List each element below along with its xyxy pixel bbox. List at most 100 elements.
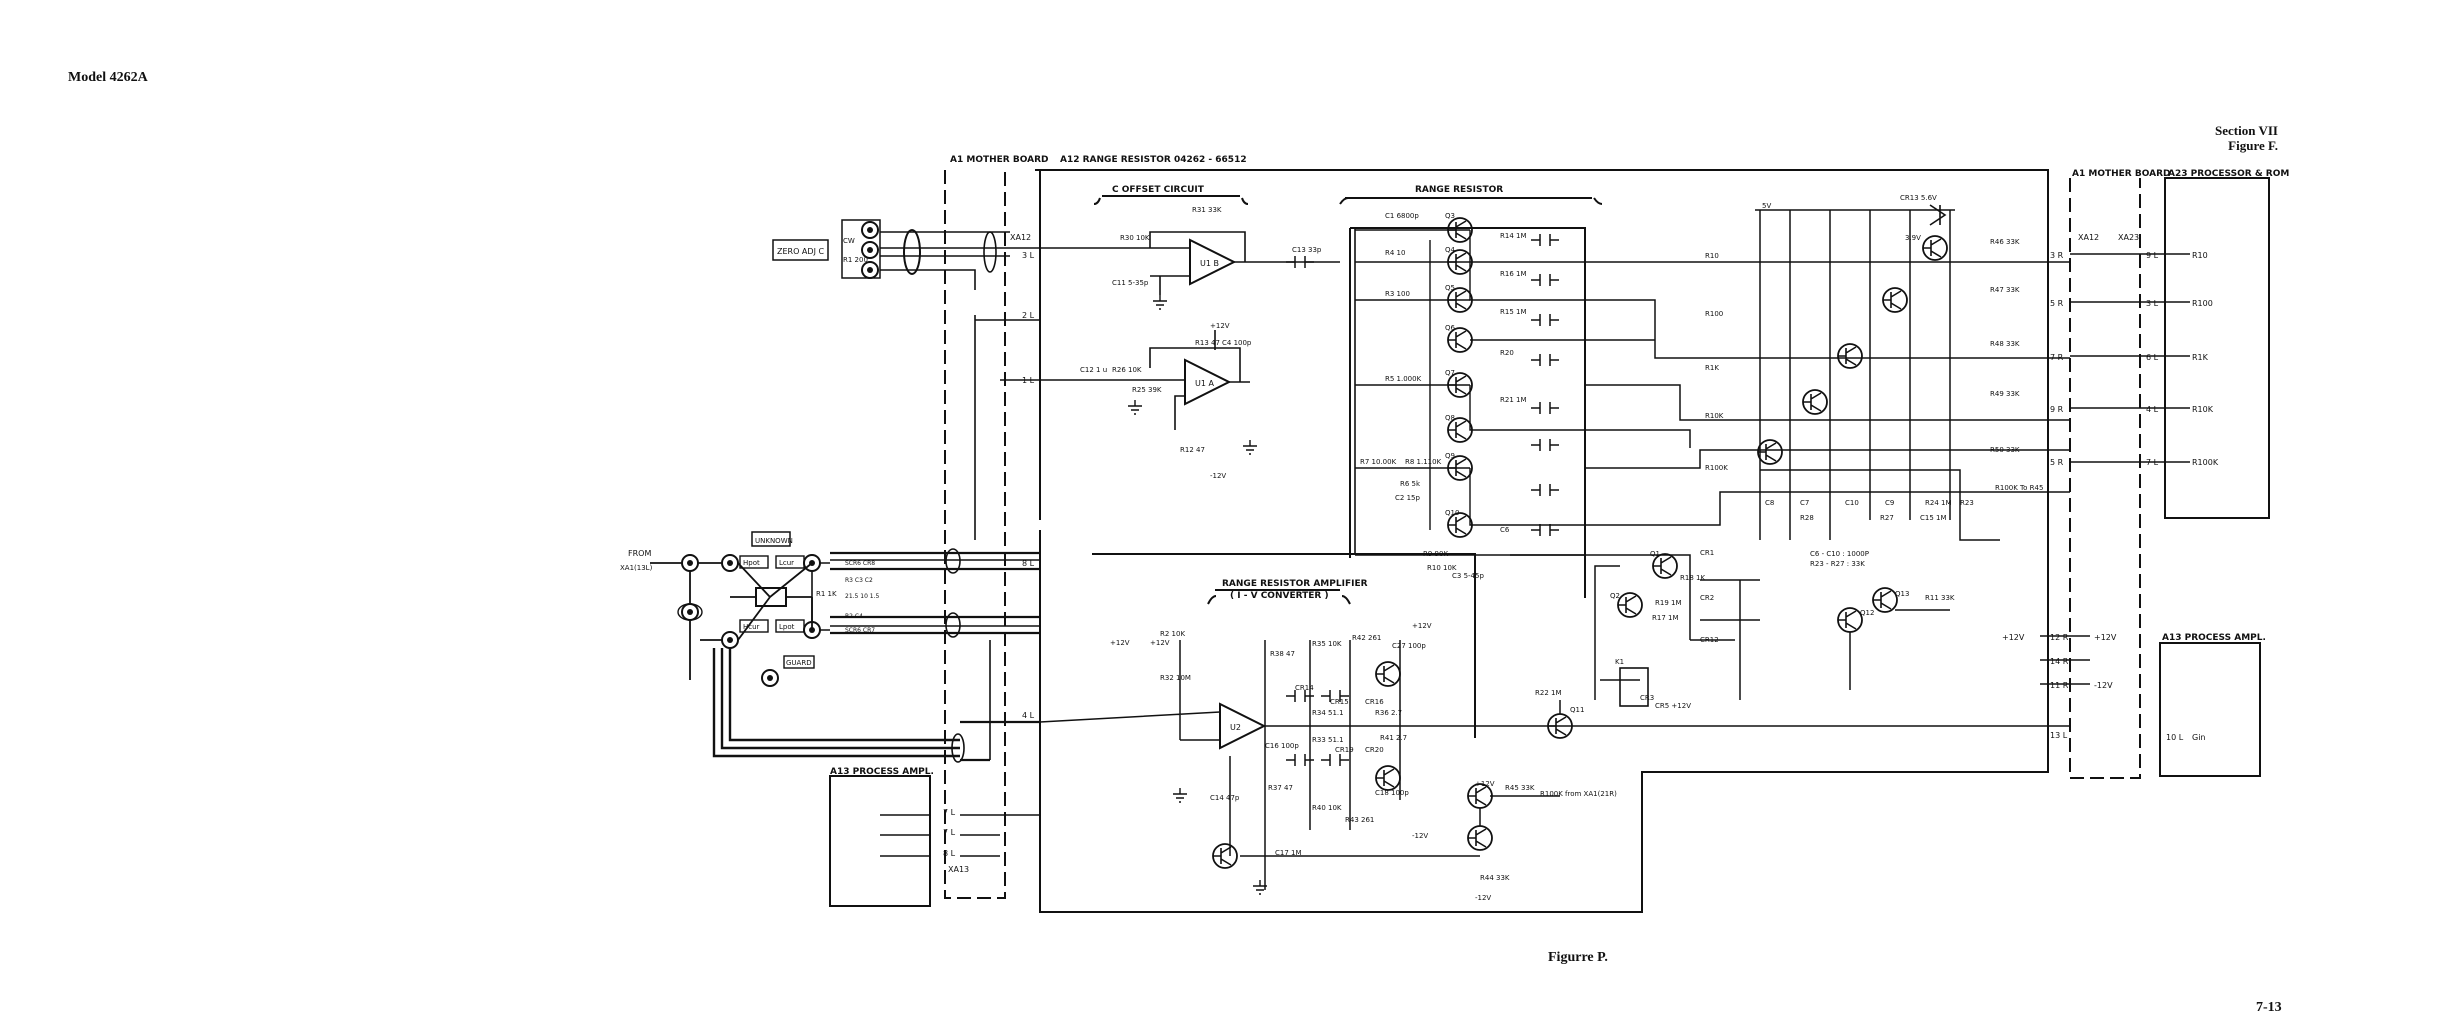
signal-label: R100K bbox=[2192, 458, 2219, 467]
part-label: R100K from XA1(21R) bbox=[1540, 790, 1617, 798]
hpot-label: Hpot bbox=[743, 559, 760, 567]
part-label: R7 10.00K bbox=[1360, 458, 1397, 466]
input-jack-icon bbox=[721, 554, 739, 572]
part-label: R45 33K bbox=[1505, 784, 1535, 792]
amp-section-border bbox=[1092, 553, 1476, 738]
part-label: C8 bbox=[1765, 499, 1774, 507]
part-label: CR1 bbox=[1700, 549, 1714, 557]
pin-label: 6 L bbox=[2146, 353, 2159, 362]
c-offset-circuit-label: C OFFSET CIRCUIT bbox=[1112, 185, 1205, 195]
pin-label: 5 R bbox=[2050, 458, 2064, 467]
k1-relay-icon bbox=[1619, 667, 1649, 707]
part-label: R100 bbox=[1705, 310, 1723, 318]
label-braces bbox=[1093, 195, 1603, 605]
pin-label: 2 L bbox=[1022, 311, 1035, 320]
part-label: Q8 bbox=[1445, 414, 1455, 422]
part-label: R33 51.1 bbox=[1312, 736, 1344, 744]
part-label: C15 1M bbox=[1920, 514, 1947, 522]
part-label: R36 2.7 bbox=[1375, 709, 1402, 717]
rail-label: 5V bbox=[1762, 202, 1771, 210]
part-label: R2 10K bbox=[1160, 630, 1185, 638]
part-label: R100K bbox=[1705, 464, 1728, 472]
a13-process-ampl-left-label: A13 PROCESS AMPL. bbox=[830, 767, 934, 777]
from-ref-label: XA1(13L) bbox=[620, 564, 653, 572]
part-label: R32 10M bbox=[1160, 674, 1191, 682]
rail-label: -12V bbox=[2094, 681, 2113, 690]
svg-text:SCR6 CR8: SCR6 CR8 bbox=[845, 560, 875, 567]
section-label: Section VII bbox=[2215, 123, 2278, 138]
front-panel: ZERO ADJ C CW R1 200 UNKNOWN FROM XA1(13… bbox=[620, 219, 1040, 687]
range-select-lines bbox=[1585, 209, 2070, 541]
rail-label: -12V bbox=[1412, 832, 1428, 840]
part-label: R46 33K bbox=[1990, 238, 2020, 246]
input-jack-icon bbox=[681, 603, 699, 621]
from-label: FROM bbox=[628, 549, 651, 558]
part-label: C4 100p bbox=[1222, 339, 1252, 347]
pin-label: 3 L bbox=[2146, 299, 2159, 308]
part-label: R43 261 bbox=[1345, 816, 1374, 824]
q2-transistor-icon bbox=[1617, 592, 1643, 618]
part-label: Q4 bbox=[1445, 246, 1456, 254]
signal-label: Gin bbox=[2192, 733, 2206, 742]
rail-label: +12V bbox=[1412, 622, 1432, 630]
part-label: R26 10K bbox=[1112, 366, 1142, 374]
input-jack-icon bbox=[681, 554, 699, 572]
part-label: Q1 bbox=[1650, 550, 1660, 558]
part-label: C17 1M bbox=[1275, 849, 1302, 857]
u1b-label: U1 B bbox=[1200, 259, 1219, 268]
xa12-right-label: XA12 bbox=[2078, 233, 2099, 242]
rail-label: +12V bbox=[2094, 633, 2117, 642]
range-resistor-ladder: Q3 Q4 Q5 Q6 Q7 Q8 Q9 Q10 C1 6800p R4 10 … bbox=[1354, 212, 1585, 556]
block-outlines bbox=[829, 169, 2270, 913]
part-label: R22 1M bbox=[1535, 689, 1562, 697]
ground-icon bbox=[1242, 439, 1258, 455]
part-label: C6 bbox=[1500, 526, 1510, 534]
q12-transistor-icon bbox=[1837, 607, 1863, 633]
a12-range-resistor-label: A12 RANGE RESISTOR 04262 - 66512 bbox=[1060, 155, 1247, 165]
pin-label: 5 R bbox=[2050, 299, 2064, 308]
part-label: C13 33p bbox=[1292, 246, 1322, 254]
xa23-label: XA23 bbox=[2118, 233, 2139, 242]
hcur-label: Hcur bbox=[743, 623, 760, 631]
q14-transistor-icon bbox=[1212, 843, 1238, 869]
unknown-label: UNKNOWN bbox=[755, 537, 793, 545]
part-label: Q3 bbox=[1445, 212, 1455, 220]
rail-label: +12V bbox=[1150, 639, 1170, 647]
part-label: C27 100p bbox=[1392, 642, 1426, 650]
part-label: R12 47 bbox=[1180, 446, 1205, 454]
part-label: R47 33K bbox=[1990, 286, 2020, 294]
part-label: R27 bbox=[1880, 514, 1894, 522]
svg-text:R3 C3 C2: R3 C3 C2 bbox=[845, 577, 873, 584]
rail-label: -12V bbox=[1210, 472, 1226, 480]
part-label: C7 bbox=[1800, 499, 1809, 507]
q22-transistor-icon bbox=[1837, 343, 1863, 369]
part-label: R9 90K bbox=[1423, 550, 1448, 558]
pin-label: 7 R bbox=[2050, 353, 2064, 362]
pin-label: 8 L bbox=[943, 849, 956, 858]
lpot-label: Lpot bbox=[779, 623, 795, 631]
xa12-label: XA12 bbox=[1010, 233, 1031, 242]
note-label: C6 - C10 : 1000P bbox=[1810, 550, 1869, 558]
pin-label: 7 L bbox=[943, 808, 956, 817]
part-label: CR3 bbox=[1640, 694, 1654, 702]
figure-caption: Figurre P. bbox=[1548, 950, 1608, 965]
svg-text:R2 C4: R2 C4 bbox=[845, 613, 863, 620]
rail-label: -12V bbox=[1475, 894, 1491, 902]
part-label: R4 10 bbox=[1385, 249, 1405, 257]
part-label: CR13 5.6V bbox=[1900, 194, 1937, 202]
part-label: CR12 bbox=[1700, 636, 1719, 644]
c-offset-circuit: U1 B U1 A R30 10K C11 5-35p R31 33K C13 … bbox=[1040, 206, 1340, 480]
rail-label: +12V bbox=[2002, 633, 2025, 642]
part-label: C11 5-35p bbox=[1112, 279, 1149, 287]
part-label: C12 1 u bbox=[1080, 366, 1107, 374]
part-label: CR2 bbox=[1700, 594, 1714, 602]
range-resistor-amplifier: U2 +12V +12V +12V -12V +12V -12V R32 10M… bbox=[1039, 550, 2070, 902]
q19-transistor-icon bbox=[1467, 825, 1493, 851]
part-label: CR20 bbox=[1365, 746, 1384, 754]
u2-opamp-icon bbox=[1219, 703, 1265, 749]
part-label: Q2 bbox=[1610, 592, 1620, 600]
pin-label: 10 L bbox=[2166, 733, 2184, 742]
unknown-box bbox=[751, 531, 791, 547]
pin-label: 14 R bbox=[2050, 657, 2069, 666]
